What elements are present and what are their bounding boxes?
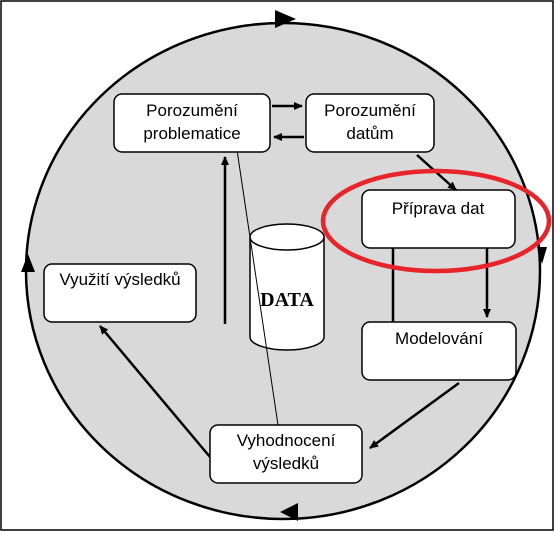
- cycle-arrowhead-top: [275, 10, 296, 28]
- stage-data-preparation: Příprava dat: [361, 189, 516, 249]
- svg-text:datům: datům: [346, 124, 393, 143]
- svg-text:Modelování: Modelování: [395, 329, 483, 348]
- thin-connector-line: [236, 149, 279, 426]
- data-label: DATA: [260, 289, 314, 311]
- svg-text:Příprava dat: Příprava dat: [392, 199, 485, 218]
- svg-text:Porozumění: Porozumění: [146, 101, 238, 120]
- arrow-modeling-to-evaluation: [369, 381, 460, 450]
- cycle-arrowhead-bottom: [280, 503, 298, 521]
- arrow-evaluation-to-deployment: [99, 325, 211, 458]
- stage-business-understanding: Porozumění problematice: [113, 93, 271, 153]
- stage-modeling: Modelování: [361, 321, 517, 381]
- highlight-ellipse: [320, 168, 552, 274]
- cycle-arrowhead-right: [537, 247, 547, 264]
- svg-text:Vyhodnocení: Vyhodnocení: [237, 431, 336, 450]
- svg-text:problematice: problematice: [143, 124, 240, 143]
- data-cylinder: DATA: [249, 223, 325, 351]
- svg-text:Porozumění: Porozumění: [324, 101, 416, 120]
- svg-text:výsledků: výsledků: [253, 454, 319, 473]
- cycle-arrowhead-left: [21, 254, 35, 272]
- stage-evaluation: Vyhodnocení výsledků: [209, 424, 363, 484]
- svg-text:Využití výsledků: Využití výsledků: [59, 270, 180, 289]
- stage-deployment: Využití výsledků: [43, 263, 197, 323]
- stage-data-understanding: Porozumění datům: [305, 93, 435, 153]
